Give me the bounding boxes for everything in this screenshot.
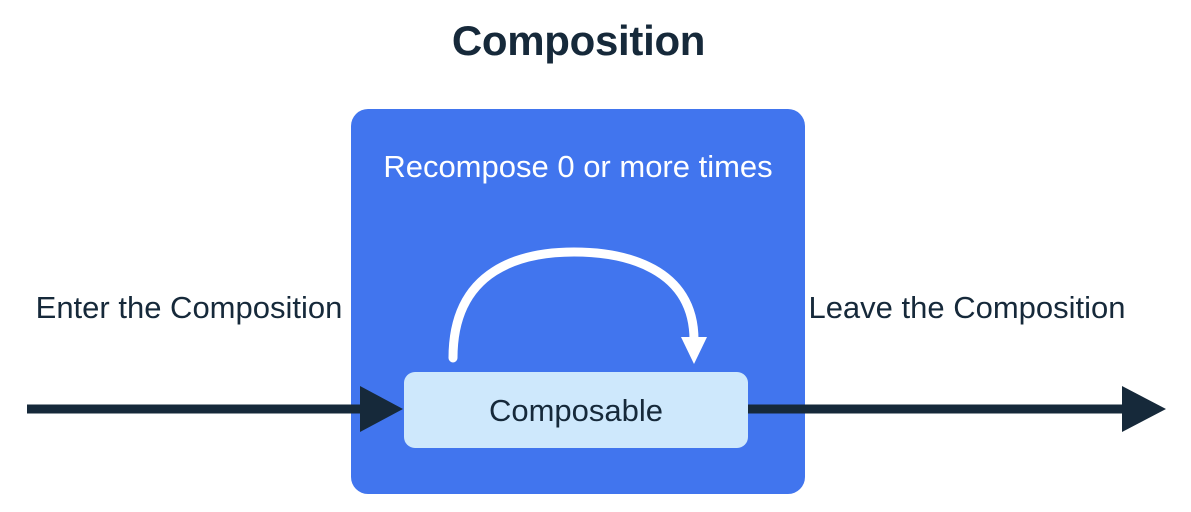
leave-arrow-head — [1122, 386, 1166, 432]
leave-composition-label: Leave the Composition — [808, 290, 1126, 325]
enter-composition-label: Enter the Composition — [35, 290, 343, 325]
enter-composition-arrow — [27, 386, 403, 432]
leave-composition-arrow — [748, 386, 1166, 432]
composable-box — [404, 372, 748, 448]
composable-label: Composable — [488, 392, 664, 428]
recompose-label: Recompose 0 or more times — [383, 149, 773, 184]
page-title: Composition — [451, 17, 706, 64]
